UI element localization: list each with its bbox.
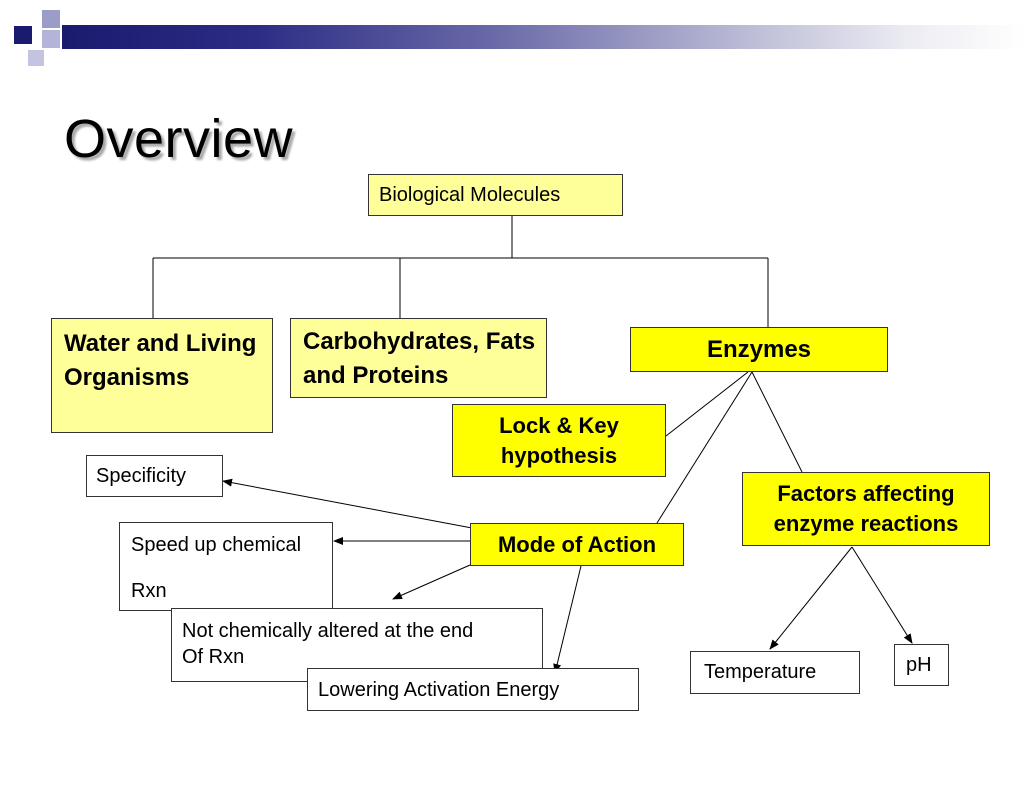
logo-square-dark: [14, 26, 32, 44]
node-temperature: Temperature: [690, 651, 860, 694]
node-lowering-label: Lowering Activation Energy: [318, 679, 560, 701]
node-water-living-organisms: Water and Living Organisms: [51, 318, 273, 433]
node-factors-label: Factors affecting enzyme reactions: [773, 481, 959, 536]
node-mode-of-action: Mode of Action: [470, 523, 684, 566]
slide-title: Overview: [64, 109, 294, 169]
node-speed-up-rxn: Speed up chemical Rxn: [119, 522, 333, 611]
node-factors-affecting: Factors affecting enzyme reactions: [742, 472, 990, 546]
node-ph: pH: [894, 644, 949, 686]
node-lowering-activation-energy: Lowering Activation Energy: [307, 668, 639, 711]
logo-square-light: [42, 10, 60, 28]
node-not-altered-line2: Of Rxn: [182, 646, 245, 668]
node-mode-label: Mode of Action: [497, 531, 657, 557]
node-temperature-label: Temperature: [704, 661, 817, 683]
enzymes-to-mode-line: [656, 371, 753, 524]
node-water-label: Water and Living Organisms: [64, 330, 257, 391]
enzymes-to-factors-line: [751, 371, 803, 473]
logo-square-faint: [28, 50, 44, 66]
node-speed-up-line2: Rxn: [131, 580, 167, 602]
node-not-altered-line1: Not chemically altered at the end: [182, 620, 474, 642]
node-carbs-label: Carbohydrates, Fats and Proteins: [303, 328, 536, 389]
node-specificity: Specificity: [86, 455, 223, 497]
header-gradient-bar: [62, 25, 1024, 49]
arrow-to-ph: [851, 546, 913, 644]
node-ph-label: pH: [906, 654, 932, 676]
root-node-biological-molecules: Biological Molecules: [368, 174, 623, 216]
enzymes-to-lockkey-line: [665, 371, 749, 437]
node-enzymes: Enzymes: [630, 327, 888, 372]
node-enzymes-label: Enzymes: [706, 335, 812, 363]
arrow-to-specificity: [222, 478, 473, 529]
arrow-to-lowering-energy: [553, 565, 582, 674]
root-node-label: Biological Molecules: [379, 184, 561, 206]
arrow-to-not-altered: [392, 564, 471, 600]
node-carbohydrates-fats-proteins: Carbohydrates, Fats and Proteins: [290, 318, 547, 398]
arrow-to-temperature: [769, 546, 853, 650]
node-speed-up-line1: Speed up chemical: [131, 534, 302, 556]
logo-square-mid: [42, 30, 60, 48]
node-specificity-label: Specificity: [96, 465, 187, 487]
node-lock-and-key: Lock & Key hypothesis: [452, 404, 666, 477]
node-lock-key-label: Lock & Key hypothesis: [499, 412, 619, 468]
